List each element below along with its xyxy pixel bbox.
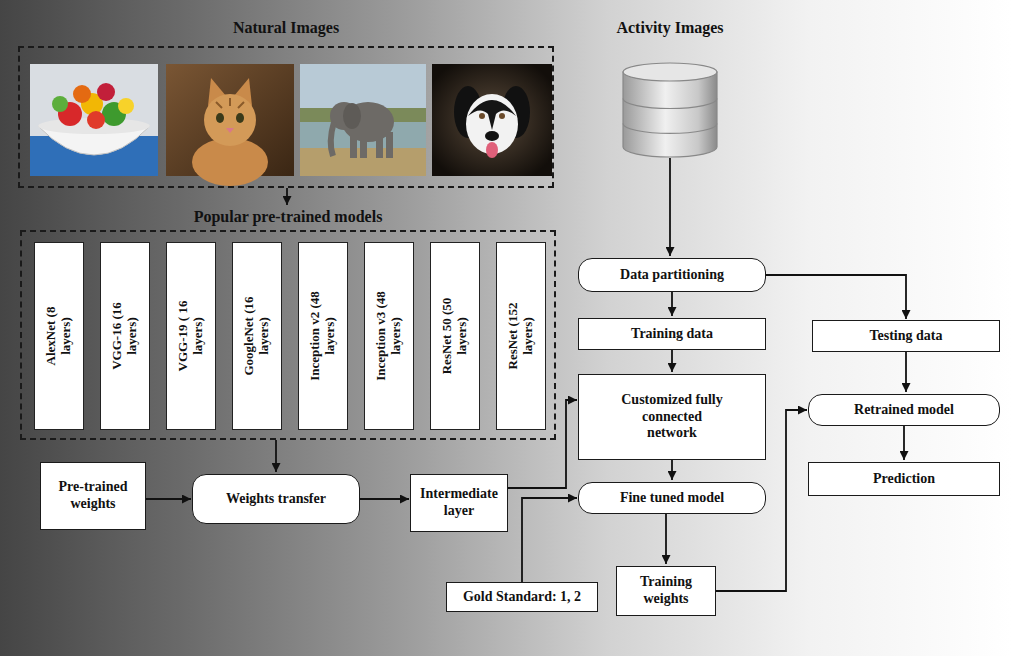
model-name: Inception v2 (48 layers): [308, 288, 338, 384]
node-label: Intermediate layer: [417, 486, 501, 520]
cat-photo-part: [236, 113, 244, 123]
elephant-photo-part: [360, 134, 367, 158]
cat-photo-part: [226, 128, 234, 133]
output-box: Prediction: [808, 462, 1000, 496]
node-label: Fine tuned model: [620, 490, 724, 507]
data-box: Testing data: [812, 320, 1000, 352]
salad-photo-part: [87, 111, 105, 129]
flow-arrow: [671, 292, 673, 316]
salad-photo-part: [118, 98, 134, 114]
cylinder-top: [623, 63, 717, 81]
model-name: VGG-16 (16 layers): [110, 288, 140, 384]
node-label: Customized fully connected network: [617, 392, 727, 442]
dog-photo-part: [485, 131, 499, 141]
model-box: Inception v3 (48 layers): [364, 242, 414, 430]
node-label: Gold Standard: 1, 2: [463, 589, 581, 606]
salad-photo-part: [30, 64, 158, 176]
elephant-photo-part: [386, 132, 393, 158]
elephant-photo: [300, 64, 426, 176]
image-group: Natural Images: [18, 46, 554, 188]
cat-photo-part: [216, 98, 244, 108]
flow-arrow: [905, 352, 907, 392]
group-heading: Natural Images: [233, 18, 339, 37]
model-name: GoogleNet (16 layers): [242, 288, 272, 384]
elephant-photo-part: [376, 134, 383, 158]
elephant-photo-part: [343, 103, 361, 129]
database-cylinder: Activity Images: [622, 62, 718, 158]
flow-arrow: [286, 188, 288, 205]
cylinder-band: [623, 123, 717, 133]
weights-box: Training weights: [616, 566, 716, 616]
dog-photo: [432, 64, 552, 176]
node-label: Weights transfer: [226, 491, 326, 508]
model-name: VGG-19 ( 16 layers): [176, 288, 206, 384]
salad-photo: [30, 64, 158, 176]
model-box: Retrained model: [808, 394, 1000, 426]
elephant-photo-part: [331, 122, 334, 156]
cat-photo: [166, 64, 294, 186]
model-box: Inception v2 (48 layers): [298, 242, 348, 430]
model-box: VGG-19 ( 16 layers): [166, 242, 216, 430]
model-box: VGG-16 (16 layers): [100, 242, 150, 430]
model-box: ResNet 50 (50 layers): [430, 242, 480, 430]
flow-arrow: [671, 350, 673, 372]
elephant-photo-part: [350, 134, 357, 158]
flow-arrow: [360, 498, 409, 500]
flow-arrow: [146, 498, 191, 500]
flow-arrow: [903, 426, 905, 460]
node-label: Pre-trained weights: [47, 479, 139, 513]
salad-photo-part: [52, 96, 68, 112]
dog-photo-part: [499, 113, 505, 119]
flow-arrow: [766, 275, 906, 319]
model-name: ResNet 50 (50 layers): [440, 288, 470, 384]
model-name: ResNet (152 layers): [506, 288, 536, 384]
flow-arrow: [522, 498, 577, 582]
model-box: AlexNet (8 layers): [34, 242, 84, 430]
process-box: Data partitioning: [578, 258, 766, 292]
cat-photo-part: [204, 94, 256, 146]
data-box: Training data: [578, 318, 766, 350]
cylinder-body: [623, 72, 717, 157]
database-cylinder-outline: [622, 62, 718, 158]
dog-photo-part: [486, 142, 498, 158]
salad-photo-part: [73, 85, 91, 103]
node-label: Data partitioning: [620, 267, 724, 284]
model-name: Inception v3 (48 layers): [374, 288, 404, 384]
label-box: Gold Standard: 1, 2: [446, 582, 598, 612]
node-label: Training data: [631, 326, 713, 343]
cat-photo-part: [216, 113, 224, 123]
cylinder-band: [623, 98, 717, 108]
flow-arrow: [665, 514, 667, 564]
flow-arrow: [669, 158, 671, 256]
model-name: AlexNet (8 layers): [44, 288, 74, 384]
node-label: Retrained model: [854, 402, 954, 419]
dog-photo-part: [432, 64, 552, 176]
node-label: Testing data: [869, 328, 942, 345]
process-box: Weights transfer: [192, 474, 360, 524]
salad-photo-part: [97, 83, 115, 101]
model-group: Popular pre-trained modelsAlexNet (8 lay…: [20, 230, 556, 440]
network-box: Customized fully connected network: [578, 374, 766, 460]
group-heading: Popular pre-trained models: [194, 207, 383, 226]
node-label: Prediction: [873, 471, 935, 488]
dog-photo-part: [468, 100, 516, 130]
flow-arrow: [275, 440, 277, 472]
process-box: Pre-trained weights: [40, 462, 146, 530]
model-box: GoogleNet (16 layers): [232, 242, 282, 430]
model-box: ResNet (152 layers): [496, 242, 546, 430]
process-box: Intermediate layer: [410, 474, 508, 532]
flow-arrow: [671, 460, 673, 480]
group-heading: Activity Images: [616, 18, 723, 37]
dog-photo-part: [479, 113, 485, 119]
model-box: Fine tuned model: [578, 482, 766, 514]
node-label: Training weights: [623, 574, 709, 608]
